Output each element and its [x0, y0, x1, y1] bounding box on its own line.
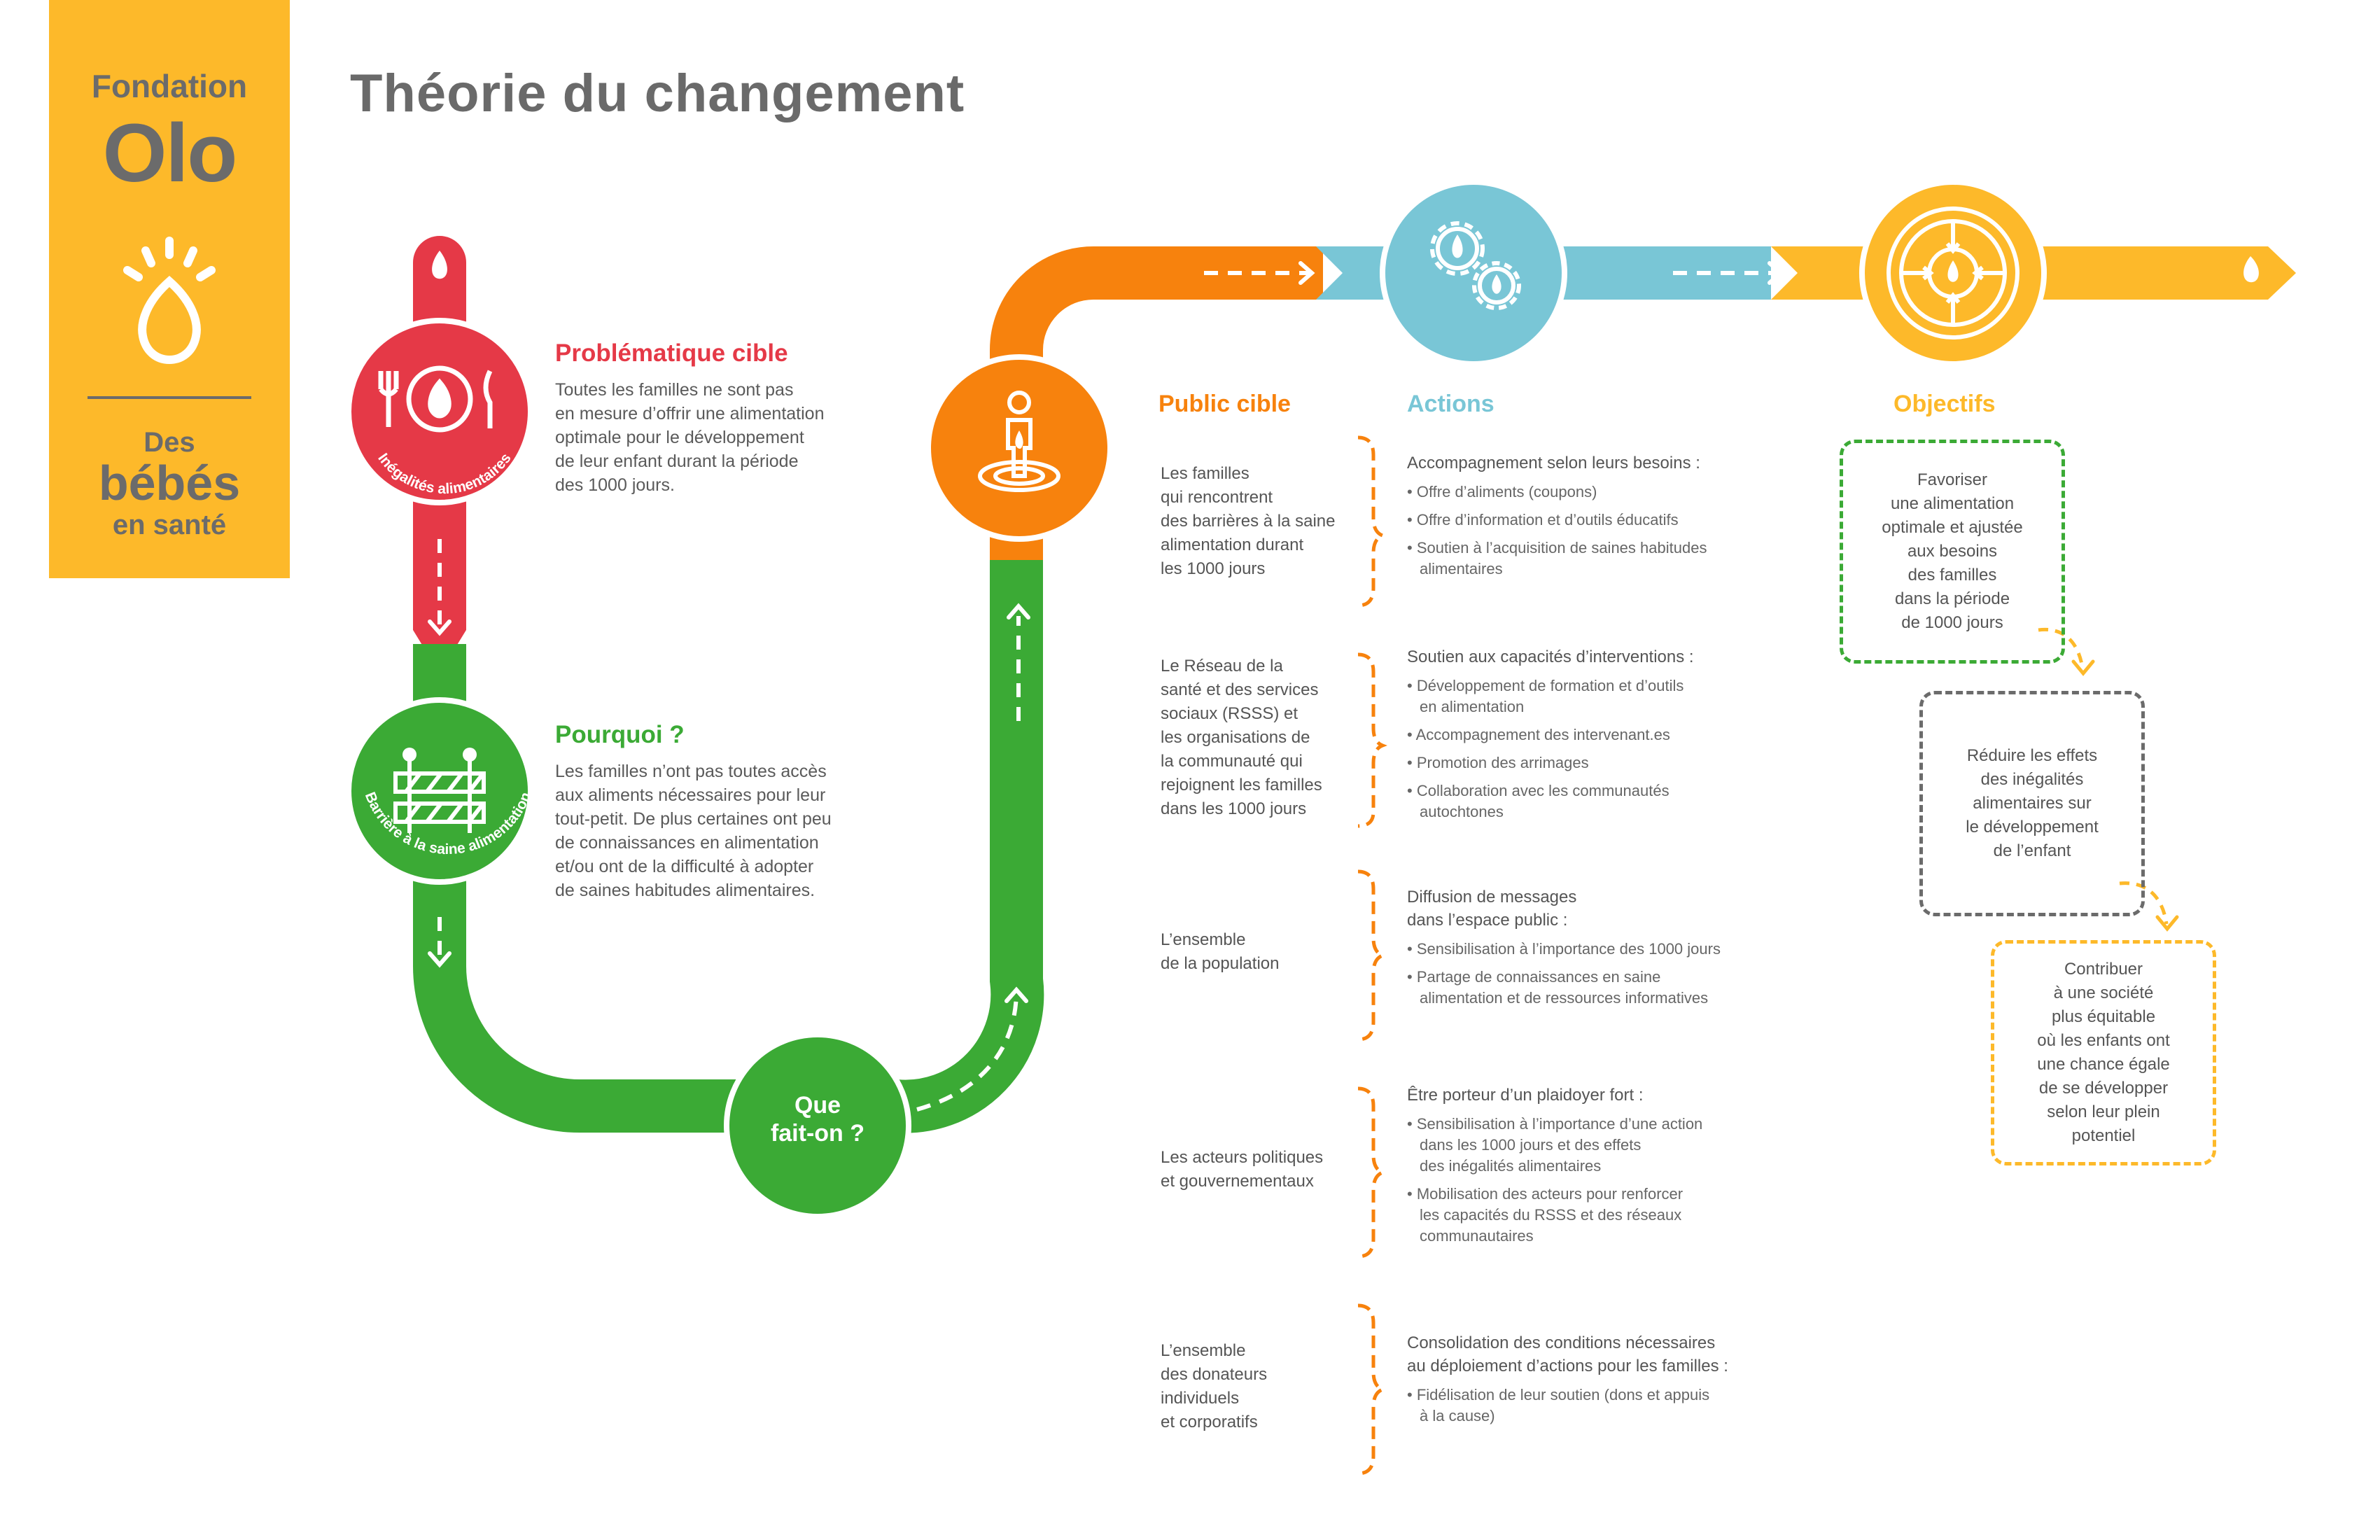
what-line1: Que: [794, 1092, 841, 1119]
logo-bebes: bébés: [98, 456, 241, 510]
person-target-icon: [978, 391, 1060, 492]
action-row-5: Consolidation des conditions nécessaires…: [1407, 1331, 1799, 1434]
logo-panel: Fondation Olo Des bébés en santé: [49, 0, 290, 578]
orange-track: [990, 246, 1323, 371]
what-line2: fait-on ?: [771, 1120, 864, 1147]
action-item: Accompagnement des intervenant.es: [1407, 724, 1799, 746]
barrier-icon: [393, 756, 486, 833]
action-row-4: Être porteur d’un plaidoyer fort : Sensi…: [1407, 1084, 1799, 1254]
page-title: Théorie du changement: [350, 64, 965, 123]
dashed-arrows: [438, 271, 1778, 1112]
column-actions: Actions: [1407, 391, 1494, 417]
logo-fondation: Fondation: [91, 68, 248, 104]
action-item: Sensibilisation à l’importance des 1000 …: [1407, 939, 1799, 960]
action-row-1: Accompagnement selon leurs besoins : Off…: [1407, 451, 1799, 587]
action-item: Sensibilisation à l’importance d’une act…: [1407, 1114, 1799, 1177]
logo-divider: [88, 396, 251, 399]
why-heading: Pourquoi ?: [555, 721, 685, 748]
action-row-2: Soutien aux capacités d’interventions : …: [1407, 645, 1799, 830]
actions-circle: [1380, 179, 1567, 367]
green-track-up: [893, 560, 1044, 1133]
action-item: Fidélisation de leur soutien (dons et ap…: [1407, 1385, 1799, 1427]
gears-icon: [1430, 221, 1521, 310]
egg-icon: [432, 251, 447, 279]
blue-track: [1540, 246, 1771, 300]
objectives-circle: [1859, 179, 2047, 367]
action-item: Promotion des arrimages: [1407, 752, 1799, 774]
braces: [1357, 435, 1387, 1476]
green-track: [413, 644, 742, 1133]
column-objectives: Objectifs: [1893, 391, 1996, 417]
action-item: Mobilisation des acteurs pour renforcerl…: [1407, 1184, 1799, 1247]
logo-olo: Olo: [102, 107, 238, 200]
yellow-track: [2030, 246, 2296, 300]
action-item: Développement de formation et d’outilsen…: [1407, 676, 1799, 718]
action-item: Partage de connaissances en sainealiment…: [1407, 967, 1799, 1009]
inequality-circle: Inégalités alimentaires: [346, 318, 533, 505]
logo-en-sante: en santé: [112, 510, 227, 540]
objective-connectors: [2038, 627, 2169, 925]
barrier-circle: Barrière à la saine alimentation: [346, 697, 534, 885]
action-item: Offre d’aliments (coupons): [1407, 482, 1799, 503]
action-item: Offre d’information et d’outils éducatif…: [1407, 510, 1799, 531]
problem-heading: Problématique cible: [555, 340, 788, 367]
column-public: Public cible: [1158, 391, 1291, 417]
public-circle: [925, 354, 1113, 542]
action-item: Collaboration avec les communautésautoch…: [1407, 780, 1799, 822]
what-we-do-circle: Que fait-on ?: [724, 1032, 911, 1219]
target-icon: [1886, 206, 2019, 340]
logo-des: Des: [144, 427, 195, 458]
action-item: Soutien à l’acquisition de saines habitu…: [1407, 538, 1799, 580]
plate-utensils-icon: [378, 365, 493, 433]
baby-egg-icon: [123, 237, 216, 364]
